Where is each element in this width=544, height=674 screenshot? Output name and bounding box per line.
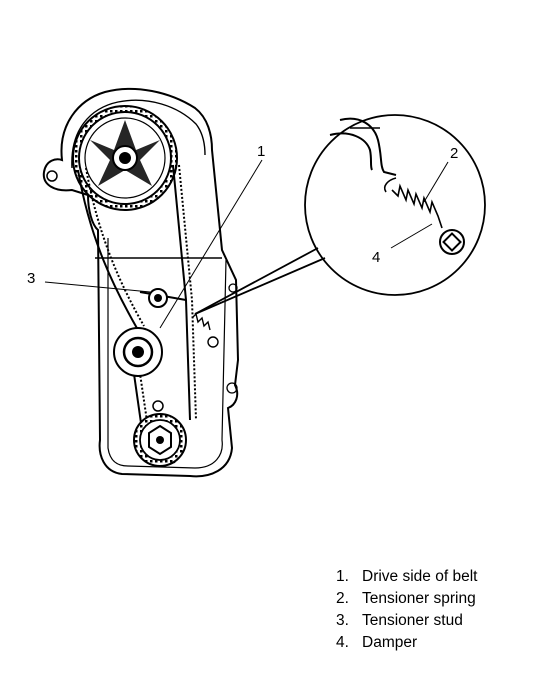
detail-spring <box>383 177 443 229</box>
legend-label: Drive side of belt <box>362 568 478 585</box>
crankshaft-sprocket <box>133 400 187 467</box>
detail-magnifier <box>194 114 486 315</box>
legend-number: 1. <box>336 568 349 585</box>
legend-number: 3. <box>336 612 349 629</box>
callout-1: 1 <box>257 143 265 160</box>
timing-belt <box>77 164 197 465</box>
callout-2: 2 <box>450 145 458 162</box>
legend-item-3: 3. Tensioner stud <box>336 610 477 632</box>
timing-cover <box>42 87 240 478</box>
leader-lines <box>44 159 449 329</box>
camshaft-sprocket <box>72 105 178 211</box>
legend-item-1: 1. Drive side of belt <box>336 566 477 588</box>
tensioner-spring <box>191 312 219 348</box>
callout-3: 3 <box>27 270 35 287</box>
legend-label: Tensioner spring <box>362 590 476 607</box>
legend-number: 4. <box>336 634 349 651</box>
legend-number: 2. <box>336 590 349 607</box>
tensioner-pulley <box>113 327 163 377</box>
legend-item-2: 2. Tensioner spring <box>336 588 477 610</box>
legend-label: Damper <box>362 634 418 651</box>
detail-bracket <box>329 117 397 176</box>
legend-label: Tensioner stud <box>362 612 463 629</box>
legend-item-4: 4. Damper <box>336 632 477 654</box>
legend: 1. Drive side of belt 2. Tensioner sprin… <box>336 566 477 654</box>
callout-4: 4 <box>372 249 380 266</box>
detail-damper-stud <box>439 229 465 255</box>
